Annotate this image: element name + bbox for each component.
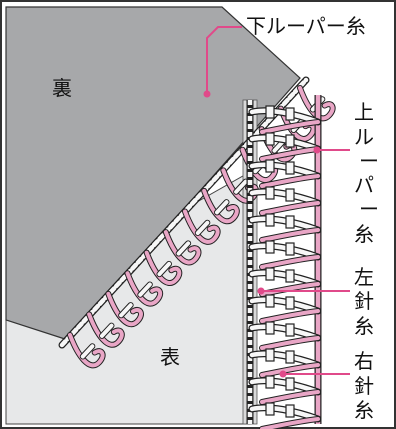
label-back: 裏 <box>52 76 72 100</box>
upper-looper-char-4: ー <box>359 197 379 221</box>
leader-dot-upper-looper <box>313 146 321 154</box>
right-needle-tie <box>285 350 295 364</box>
column-pink-loop <box>260 201 320 215</box>
left-needle-tie <box>265 132 275 146</box>
needle-tie <box>99 323 114 338</box>
needle-tie <box>138 282 152 297</box>
right-needle-tie <box>285 161 295 175</box>
lower-looper-loop <box>144 250 182 285</box>
left-needle-tie <box>265 186 275 200</box>
label-upper-looper-thread: 上 ル ー パ ー 糸 <box>354 100 379 246</box>
right-needle-tie <box>285 323 295 337</box>
column-pink-loop <box>260 147 320 161</box>
column-pink-loop <box>260 228 320 242</box>
left-needle-tie <box>265 321 275 335</box>
needle-tie <box>214 200 229 215</box>
right-needle-tie <box>285 404 295 418</box>
upper-looper-char-3: パ <box>354 173 374 197</box>
label-left-needle-thread: 左 針 糸 <box>354 265 374 338</box>
upper-looper-char-5: 糸 <box>354 222 374 246</box>
label-front: 表 <box>160 345 180 369</box>
upper-looper-char-0: 上 <box>354 100 374 124</box>
left-needle-tie <box>265 105 275 119</box>
right-needle-tie <box>285 215 295 229</box>
column-pink-loop <box>260 336 320 350</box>
right-needle-tie <box>285 107 295 121</box>
right-needle-char-1: 針 <box>354 374 374 398</box>
needle-tie <box>80 344 95 359</box>
column-pink-loop <box>260 309 320 323</box>
right-needle-tie <box>285 377 295 391</box>
lower-looper-loop <box>183 209 220 244</box>
lower-looper-loop <box>87 312 124 347</box>
column-pink-loop <box>260 255 320 269</box>
label-lower-looper-thread: 下ルーパー糸 <box>246 14 366 38</box>
right-needle-tie <box>285 134 295 148</box>
needle-tie <box>234 179 248 194</box>
left-needle-char-2: 糸 <box>354 314 374 338</box>
leader-lower-looper <box>206 26 242 92</box>
leader-dot-left-needle <box>257 287 265 295</box>
upper-looper-char-2: ー <box>359 149 379 173</box>
vertical-stitch-group <box>246 95 322 429</box>
right-needle-tie <box>285 188 295 202</box>
left-needle-tie <box>265 375 275 389</box>
right-needle-char-0: 右 <box>354 349 374 373</box>
needle-tie <box>176 241 191 256</box>
lower-looper-loop <box>68 333 105 368</box>
left-needle-char-0: 左 <box>354 265 374 289</box>
left-needle-tie <box>265 267 275 281</box>
lower-looper-loop <box>106 291 143 327</box>
needle-tie <box>195 220 210 235</box>
left-needle-tie <box>265 294 275 308</box>
left-needle-tie <box>265 240 275 254</box>
column-pink-loop <box>260 417 320 429</box>
left-needle-char-1: 針 <box>354 289 374 313</box>
right-needle-char-2: 糸 <box>354 398 374 422</box>
leader-dot-lower-looper <box>203 90 211 98</box>
left-needle-tie <box>265 402 275 416</box>
right-needle-tie <box>285 296 295 310</box>
lower-looper-loop <box>202 188 239 224</box>
lower-looper-loop <box>163 230 201 265</box>
needle-tie <box>157 261 172 277</box>
column-pink-loop <box>260 120 320 134</box>
leader-dot-right-needle <box>279 370 287 378</box>
needle-tie <box>119 303 133 318</box>
lower-looper-loop <box>125 271 163 306</box>
upper-looper-char-1: ル <box>354 125 374 149</box>
column-pink-loop <box>260 363 320 377</box>
left-needle-tie <box>265 213 275 227</box>
right-needle-tie <box>285 269 295 283</box>
left-needle-tie <box>265 159 275 173</box>
right-needle-tie <box>285 242 295 256</box>
column-pink-loop <box>260 282 320 296</box>
lower-looper-loop <box>298 86 335 121</box>
column-pink-loop <box>260 390 320 404</box>
left-needle-tie <box>265 348 275 362</box>
column-pink-loop <box>260 174 320 188</box>
label-right-needle-thread: 右 針 糸 <box>354 349 374 422</box>
